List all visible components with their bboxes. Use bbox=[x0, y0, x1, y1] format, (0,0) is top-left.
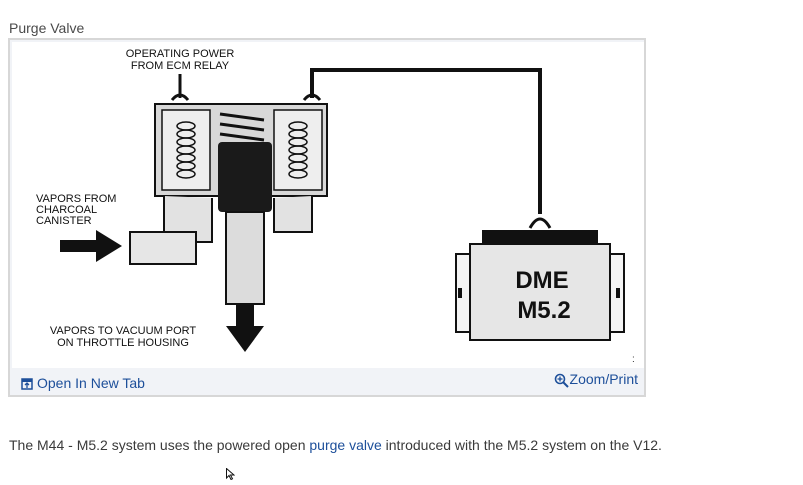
label-operating-power: OPERATING POWER bbox=[126, 48, 235, 60]
label-from-ecm-relay: FROM ECM RELAY bbox=[131, 60, 230, 72]
figure-title: Purge Valve bbox=[9, 20, 85, 36]
label-vapors-from: VAPORS FROM bbox=[36, 193, 116, 205]
figure-toolbar: Open In New Tab Zoom/Print bbox=[10, 369, 644, 395]
figure-frame: OPERATING POWER FROM ECM RELAY bbox=[8, 38, 646, 397]
caption-text-before: The M44 - M5.2 system uses the powered o… bbox=[9, 437, 310, 453]
label-vapors-to-vacuum-port: VAPORS TO VACUUM PORT bbox=[50, 325, 197, 337]
svg-text::: : bbox=[632, 354, 635, 365]
caption-paragraph: The M44 - M5.2 system uses the powered o… bbox=[9, 437, 662, 453]
mouse-pointer-icon bbox=[226, 467, 236, 485]
dme-label-line2: M5.2 bbox=[517, 297, 570, 324]
purge-valve-diagram[interactable]: OPERATING POWER FROM ECM RELAY bbox=[12, 42, 644, 368]
zoom-print-link[interactable]: Zoom/Print bbox=[554, 371, 638, 388]
dme-control-unit: DME M5.2 bbox=[455, 230, 625, 341]
label-throttle-housing: ON THROTTLE HOUSING bbox=[57, 337, 189, 349]
dme-label-line1: DME bbox=[515, 267, 568, 294]
label-canister: CANISTER bbox=[36, 215, 92, 227]
zoom-print-label: Zoom/Print bbox=[569, 371, 638, 387]
purge-valve-link[interactable]: purge valve bbox=[309, 437, 382, 453]
zoom-in-icon bbox=[554, 373, 569, 388]
open-in-new-tab-label: Open In New Tab bbox=[37, 375, 145, 391]
open-in-new-tab-icon bbox=[21, 378, 33, 391]
valve-plunger bbox=[218, 142, 272, 212]
open-in-new-tab-link[interactable]: Open In New Tab bbox=[21, 375, 145, 391]
label-charcoal: CHARCOAL bbox=[36, 204, 97, 216]
caption-text-after: introduced with the M5.2 system on the V… bbox=[381, 437, 662, 453]
